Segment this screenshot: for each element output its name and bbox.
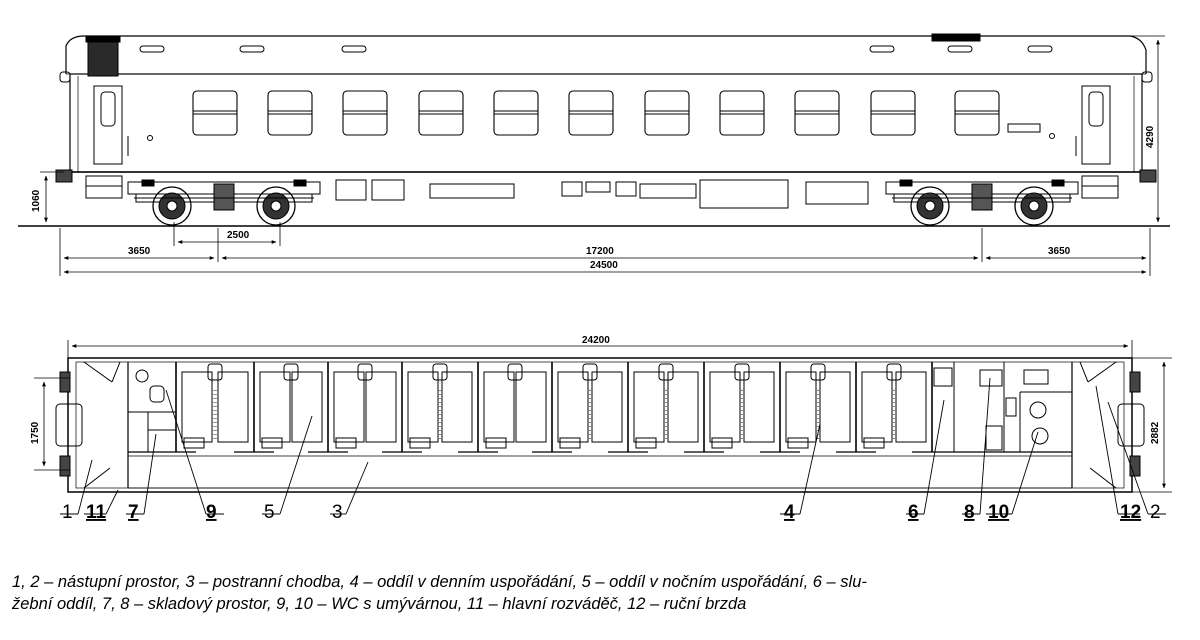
car-body (69, 73, 1143, 173)
dim-overhang-left-label: 3650 (128, 246, 151, 257)
dim-plan-width-left-label: 1750 (30, 421, 41, 444)
caption-line-1: 1, 2 – nástupní prostor, 3 – postranní c… (12, 573, 867, 591)
vestibule-right (1079, 361, 1145, 489)
roof-ventilator (87, 41, 119, 77)
dim-plan-length-label: 24200 (582, 335, 610, 346)
side-window (954, 90, 1000, 136)
dim-length-label: 24500 (590, 260, 618, 271)
side-window (794, 90, 840, 136)
side-window (568, 90, 614, 136)
underframe-equipment (335, 179, 869, 209)
side-window (493, 90, 539, 136)
side-window (870, 90, 916, 136)
dim-height-left-label: 1060 (31, 189, 42, 212)
buffers (55, 71, 1157, 183)
callout-2: 2 (1150, 502, 1161, 523)
right-service-rooms (931, 362, 1072, 452)
dim-plan-length (67, 340, 1133, 360)
figure-caption: 1, 2 – nástupní prostor, 3 – postranní c… (12, 571, 1192, 615)
roof-vents (139, 45, 1053, 53)
dim-pivot-distance-label: 17200 (586, 246, 614, 257)
dim-lines-side (59, 222, 1151, 276)
plan-view: 24200 (30, 335, 1172, 523)
dim-overhang-right-label: 3650 (1048, 246, 1071, 257)
entrance-steps (85, 175, 1119, 199)
side-view: 1060 4290 2500 3650 17200 3650 24500 (18, 33, 1170, 276)
callout-9: 9 (206, 502, 217, 523)
car-roof (65, 35, 1147, 74)
callout-1: 1 (62, 502, 73, 523)
callout-10: 10 (988, 502, 1009, 523)
dim-plan-width-right (1132, 357, 1172, 493)
side-window (418, 90, 464, 136)
bogie-right (885, 179, 1079, 226)
dim-plan-width-left (34, 377, 70, 471)
callout-11: 11 (86, 502, 107, 523)
dim-height-right (1130, 35, 1165, 223)
bogie-left (127, 179, 321, 226)
destination-board (1007, 123, 1041, 133)
callout-12: 12 (1120, 502, 1141, 523)
callout-leaders (60, 377, 1166, 515)
side-window (192, 90, 238, 136)
side-windows (192, 90, 1000, 136)
callout-8: 8 (964, 502, 975, 523)
side-window (719, 90, 765, 136)
plan-body-outline (67, 357, 1133, 493)
callout-6: 6 (908, 502, 919, 523)
callout-5: 5 (264, 502, 275, 523)
side-window (342, 90, 388, 136)
dim-plan-width-right-label: 2882 (1150, 421, 1161, 444)
dim-height-left (40, 171, 64, 223)
railcar-drawing: 1060 4290 2500 3650 17200 3650 24500 (18, 33, 1172, 523)
dim-wheelbase-label: 2500 (227, 230, 250, 241)
callout-4: 4 (784, 502, 795, 523)
entrance-door-right (1075, 85, 1111, 165)
caption-line-2: žební oddíl, 7, 8 – skladový prostor, 9,… (12, 595, 747, 613)
left-service-rooms (128, 362, 177, 452)
vestibule-left (55, 361, 121, 489)
side-window (644, 90, 690, 136)
dim-height-right-label: 4290 (1145, 125, 1156, 148)
compartments (175, 362, 933, 453)
entrance-door-left (93, 85, 129, 165)
callout-7: 7 (128, 502, 139, 523)
callout-3: 3 (332, 502, 343, 523)
side-window (267, 90, 313, 136)
